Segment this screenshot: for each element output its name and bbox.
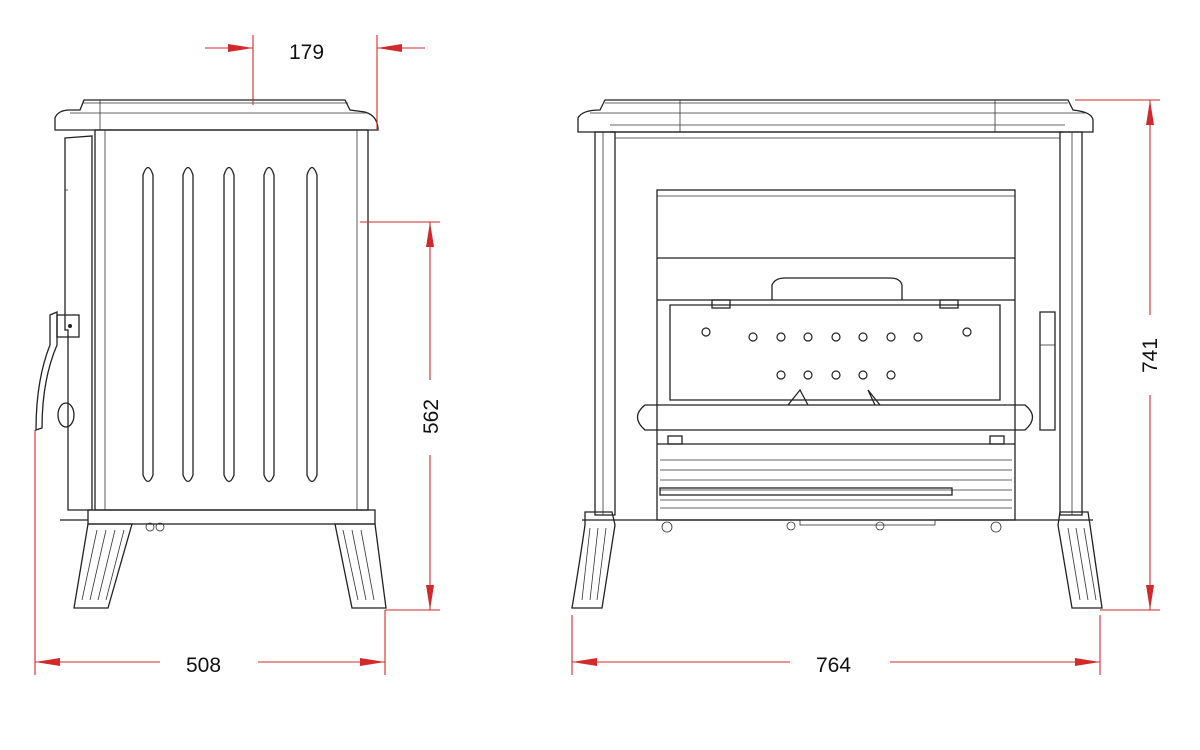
- dimension-width: 764: [816, 654, 852, 677]
- dimension-depth: 508: [186, 654, 222, 677]
- front-view-stove: [571, 99, 1103, 609]
- side-vent-slots: [142, 166, 318, 483]
- dimension-top-offset: 179: [289, 41, 325, 64]
- air-holes: [701, 327, 972, 380]
- dimension-side-height: 562: [420, 398, 444, 435]
- side-view-stove: [35, 99, 387, 609]
- door-handle: [35, 311, 80, 431]
- dimension-lines: [34, 35, 1160, 675]
- firebox: [636, 189, 1034, 521]
- dimension-overall-height: 741: [1139, 337, 1163, 374]
